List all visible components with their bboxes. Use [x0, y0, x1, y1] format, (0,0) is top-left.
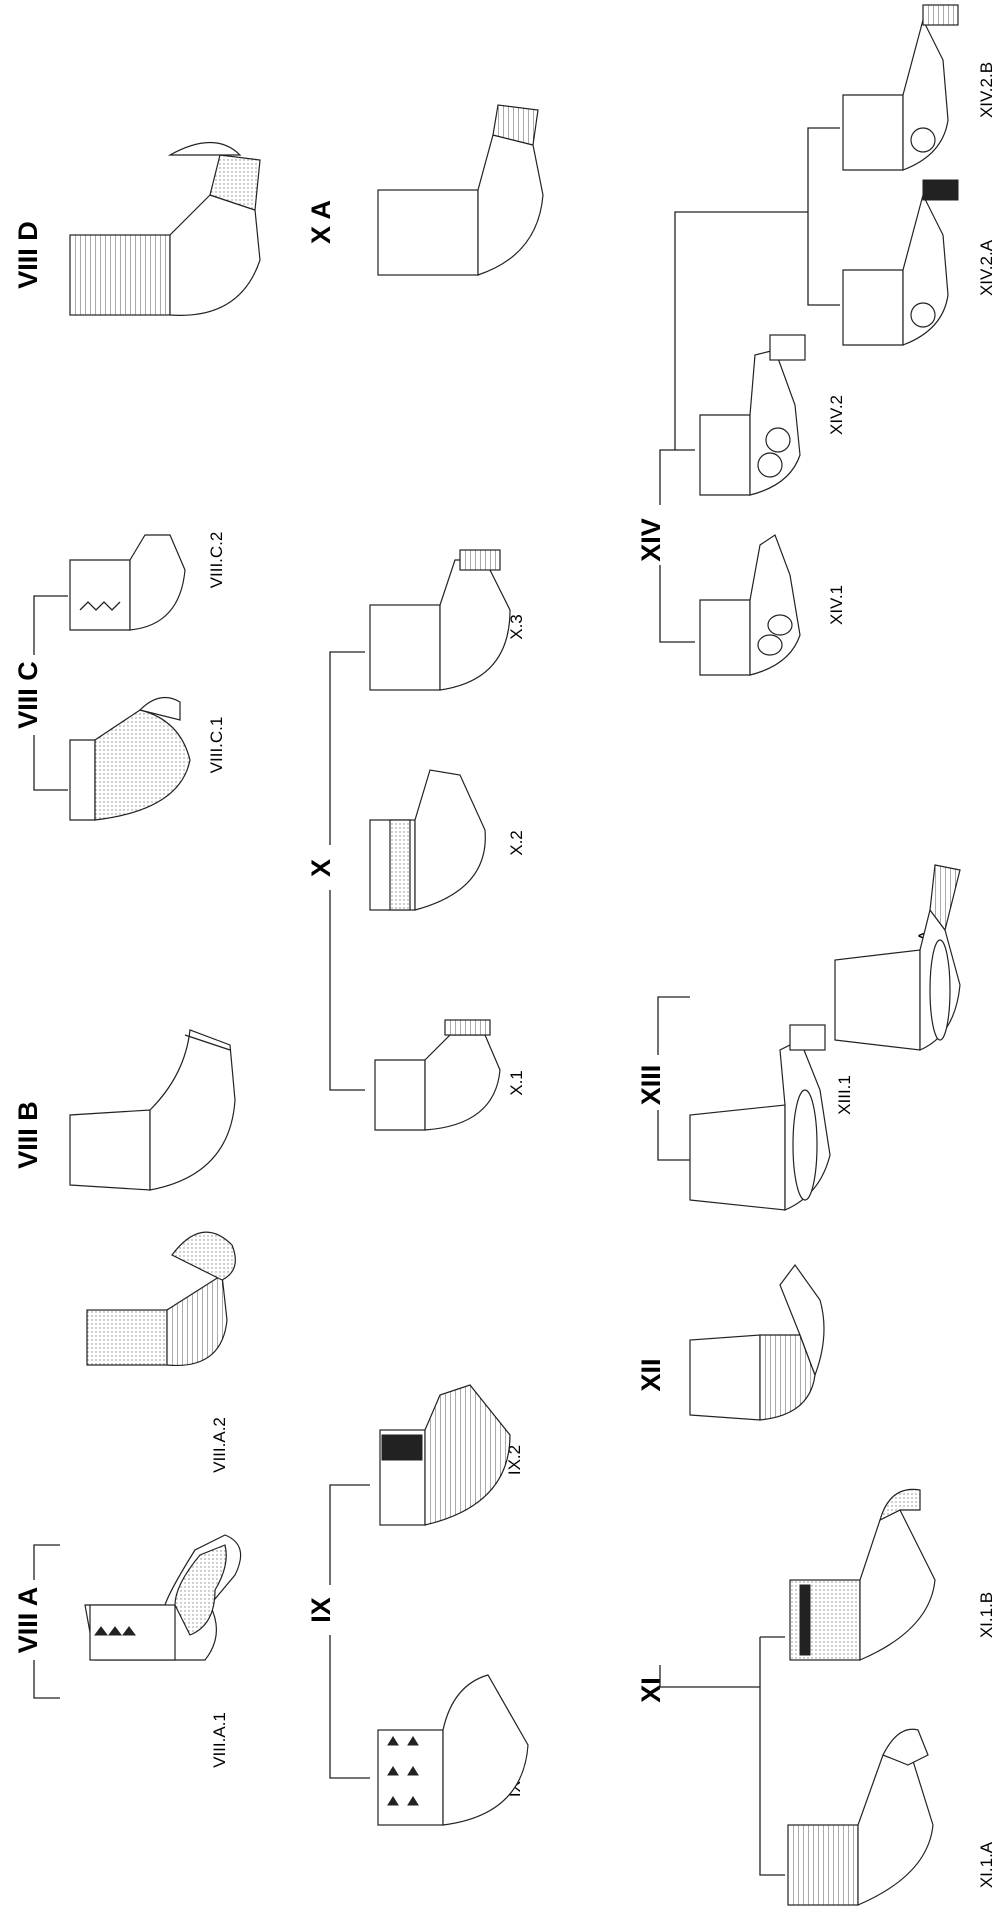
vessel-viii-c-2	[70, 535, 185, 630]
connector-viii-c	[34, 596, 68, 655]
group-label-viii-c: VIII C	[13, 661, 43, 729]
group-label-ix: IX	[306, 1597, 336, 1623]
connector-xi	[660, 1665, 760, 1687]
vessel-xii	[690, 1265, 824, 1420]
connector-x	[330, 652, 365, 845]
group-label-viii-a: VIII A	[13, 1587, 43, 1654]
vessel-viii-b	[70, 1030, 235, 1190]
connector-xiii	[658, 997, 690, 1055]
item-label-viii-a-2: VIII.A.2	[210, 1417, 229, 1473]
group-label-x-a: X A	[306, 200, 336, 244]
connector-viii-a	[34, 1545, 60, 1580]
vessel-xiv-2	[700, 335, 805, 495]
vessel-ix-2	[380, 1385, 510, 1525]
connector-ix	[330, 1485, 370, 1585]
group-label-viii-d: VIII D	[13, 221, 43, 289]
item-label-xiv-2: XIV.2	[827, 395, 846, 435]
item-label-xiv-2-a: XIV.2.A	[977, 239, 996, 296]
group-label-x: X	[306, 859, 336, 877]
connector-xiv-2	[808, 128, 840, 212]
vessel-viii-a-2	[87, 1232, 235, 1365]
vessel-xiv-1	[700, 535, 800, 675]
connector-xiii	[658, 1110, 690, 1160]
vessel-xi-1-a	[788, 1729, 933, 1905]
vessel-x-1	[375, 1020, 500, 1130]
group-label-xiii: XIII	[636, 1065, 666, 1106]
connector-viii-a	[34, 1660, 60, 1698]
connector-viii-c	[34, 735, 68, 790]
group-label-xii: XII	[636, 1358, 666, 1391]
connector-xiv-2	[808, 212, 840, 305]
connector-ix	[330, 1635, 370, 1778]
item-label-xiii-1: XIII.1	[835, 1075, 854, 1115]
item-label-x-1: X.1	[507, 1070, 526, 1096]
item-label-xi-1-a: XI.1.A	[977, 1841, 996, 1888]
connector-xiv	[660, 565, 695, 642]
group-label-xi: XI	[636, 1677, 666, 1703]
vessel-viii-c-1	[70, 698, 190, 821]
item-label-xiv-1: XIV.1	[827, 585, 846, 625]
vessel-viii-a-1	[85, 1535, 241, 1660]
vessel-xiii-1	[690, 1025, 830, 1210]
connector-xi	[760, 1637, 785, 1875]
group-label-viii-b: VIII B	[13, 1101, 43, 1169]
vessel-x-a	[378, 105, 543, 275]
vessel-xiv-2-a	[843, 180, 958, 345]
vessel-x-3	[370, 550, 510, 690]
vessel-viii-d	[70, 143, 260, 316]
vessel-xiii-1-a	[835, 865, 960, 1050]
item-label-x-2: X.2	[507, 830, 526, 856]
item-label-viii-c-2: VIII.C.2	[207, 532, 226, 589]
item-label-xi-1-b: XI.1.B	[977, 1592, 996, 1638]
item-label-viii-a-1: VIII.A.1	[210, 1712, 229, 1768]
vessel-ix-1	[378, 1675, 528, 1825]
group-label-xiv: XIV	[636, 518, 666, 562]
vessel-xiv-2-b	[843, 5, 958, 170]
vessel-x-2	[370, 770, 485, 910]
connector-x	[330, 890, 365, 1090]
vessel-xi-1-b	[790, 1489, 935, 1660]
item-label-xiv-2-b: XIV.2.B	[977, 62, 996, 118]
item-label-viii-c-1: VIII.C.1	[207, 717, 226, 774]
